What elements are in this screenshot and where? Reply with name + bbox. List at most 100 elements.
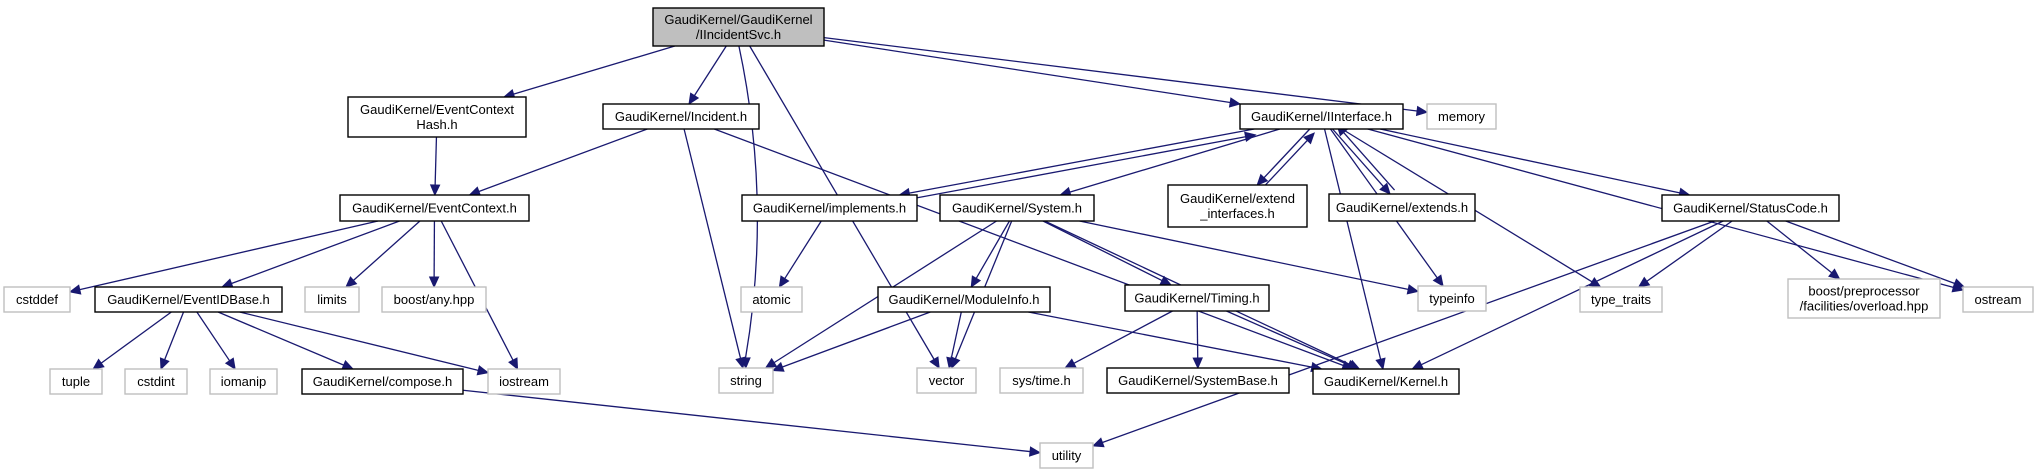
node-box — [381, 286, 487, 313]
node-timing[interactable]: GaudiKernel/Timing.h — [1124, 284, 1270, 312]
edge-incident-to-string — [683, 128, 746, 370]
node-kernel[interactable]: GaudiKernel/Kernel.h — [1312, 368, 1460, 395]
edge-line — [1323, 128, 1382, 360]
edge-line — [1226, 310, 1349, 366]
edge-ec-to-limits — [345, 220, 421, 288]
edge-line — [1073, 310, 1173, 364]
node-label: boost/preprocessor — [1808, 284, 1920, 299]
node-box — [209, 368, 278, 395]
node-label: boost/any.hpp — [394, 292, 475, 307]
edge-timing-to-systembase — [1192, 310, 1203, 370]
edge-line — [782, 311, 931, 368]
node-label: GaudiKernel/Incident.h — [615, 109, 747, 124]
arrowhead-icon — [1256, 173, 1269, 186]
edge-line — [784, 220, 822, 279]
edge-eidbase-to-cstdint — [159, 311, 185, 371]
node-systime: sys/time.h — [999, 367, 1084, 394]
node-incident[interactable]: GaudiKernel/Incident.h — [602, 103, 760, 130]
node-box — [301, 368, 464, 395]
arrowhead-icon — [946, 356, 957, 370]
node-label: cstddef — [16, 292, 58, 307]
arrowhead-icon — [1379, 182, 1391, 195]
node-label: sys/time.h — [1012, 373, 1071, 388]
node-systembase[interactable]: GaudiKernel/SystemBase.h — [1106, 367, 1290, 394]
node-typeinfo: typeinfo — [1417, 285, 1487, 312]
node-box — [1787, 278, 1941, 319]
node-label: limits — [317, 292, 347, 307]
node-eidbase[interactable]: GaudiKernel/EventIDBase.h — [94, 286, 283, 313]
edge-line — [950, 311, 962, 359]
node-memory: memory — [1426, 103, 1497, 130]
edge-ech-to-ec — [429, 136, 441, 197]
node-iinterface[interactable]: GaudiKernel/IInterface.h — [1239, 103, 1404, 130]
arrowhead-icon — [1406, 284, 1420, 295]
edge-line — [714, 128, 1344, 367]
node-statuscode[interactable]: GaudiKernel/StatusCode.h — [1661, 194, 1840, 222]
node-label: utility — [1052, 448, 1082, 463]
arrowhead-icon — [429, 184, 441, 197]
edge-line — [217, 311, 344, 366]
node-label: GaudiKernel/extends.h — [1336, 200, 1468, 215]
node-label: GaudiKernel/compose.h — [313, 374, 452, 389]
arrowhead-icon — [476, 365, 490, 376]
node-ec[interactable]: GaudiKernel/EventContext.h — [339, 194, 530, 222]
node-string: string — [718, 367, 774, 394]
node-atomic: atomic — [740, 286, 803, 313]
arrowhead-icon — [1952, 278, 1966, 289]
node-box — [1579, 286, 1663, 313]
node-label: GaudiKernel/implements.h — [753, 201, 906, 216]
edge-line — [1196, 310, 1199, 359]
arrowhead-icon — [92, 358, 105, 370]
edge-line — [1367, 128, 1954, 289]
edge-iinterface-to-extendif — [1256, 128, 1311, 186]
edge-system-to-timing — [1042, 220, 1173, 286]
node-label: GaudiKernel/ModuleInfo.h — [888, 292, 1039, 307]
node-box — [1106, 367, 1290, 394]
edge-line — [231, 220, 400, 285]
edge-line — [1069, 128, 1281, 193]
node-box — [3, 286, 71, 313]
edge-line — [353, 220, 421, 281]
node-label: GaudiKernel/EventContext.h — [352, 201, 517, 216]
nodes-layer: GaudiKernel/GaudiKernel/IIncidentSvc.hGa… — [3, 7, 2034, 469]
node-limits: limits — [304, 286, 360, 313]
node-box — [916, 367, 977, 394]
edge-incident-to-ec — [468, 128, 648, 197]
node-box — [1962, 286, 2034, 313]
edge-ec-to-eidbase — [220, 220, 400, 289]
edge-incident-to-kernel — [714, 128, 1354, 371]
edge-line — [462, 389, 1031, 453]
node-typetraits: type_traits — [1579, 286, 1663, 313]
node-label: /IIncidentSvc.h — [696, 27, 781, 42]
node-box — [741, 194, 918, 222]
node-box — [1417, 285, 1487, 312]
edge-line — [823, 36, 1418, 112]
node-utility: utility — [1039, 442, 1094, 469]
node-moduleinfo[interactable]: GaudiKernel/ModuleInfo.h — [877, 286, 1051, 313]
node-box — [94, 286, 283, 313]
edge-line — [1379, 128, 1680, 194]
node-system[interactable]: GaudiKernel/System.h — [939, 194, 1095, 222]
edge-compose-to-utility — [462, 389, 1042, 457]
node-compose[interactable]: GaudiKernel/compose.h — [301, 368, 464, 395]
node-extends[interactable]: GaudiKernel/extends.h — [1328, 193, 1476, 222]
edge-line — [513, 45, 676, 95]
node-extendif[interactable]: GaudiKernel/extend_interfaces.h — [1167, 184, 1308, 228]
node-root[interactable]: GaudiKernel/GaudiKernel/IIncidentSvc.h — [652, 7, 825, 47]
node-label: GaudiKernel/IInterface.h — [1251, 109, 1392, 124]
edge-statuscode-to-utility — [1091, 220, 1715, 448]
arrowhead-icon — [1303, 132, 1315, 145]
edge-root-to-ech — [502, 45, 676, 100]
edge-eidbase-to-compose — [217, 311, 355, 370]
edge-line — [909, 128, 1255, 194]
node-implements[interactable]: GaudiKernel/implements.h — [741, 194, 918, 222]
edge-statuscode-to-boostpp — [1766, 220, 1841, 280]
edge-timing-to-systime — [1063, 310, 1173, 369]
node-label: GaudiKernel/GaudiKernel — [664, 12, 812, 27]
arrowhead-icon — [159, 357, 170, 371]
node-label: memory — [1438, 109, 1485, 124]
arrowhead-icon — [688, 92, 700, 106]
arrowhead-icon — [1228, 97, 1242, 108]
arrowhead-icon — [764, 357, 778, 369]
